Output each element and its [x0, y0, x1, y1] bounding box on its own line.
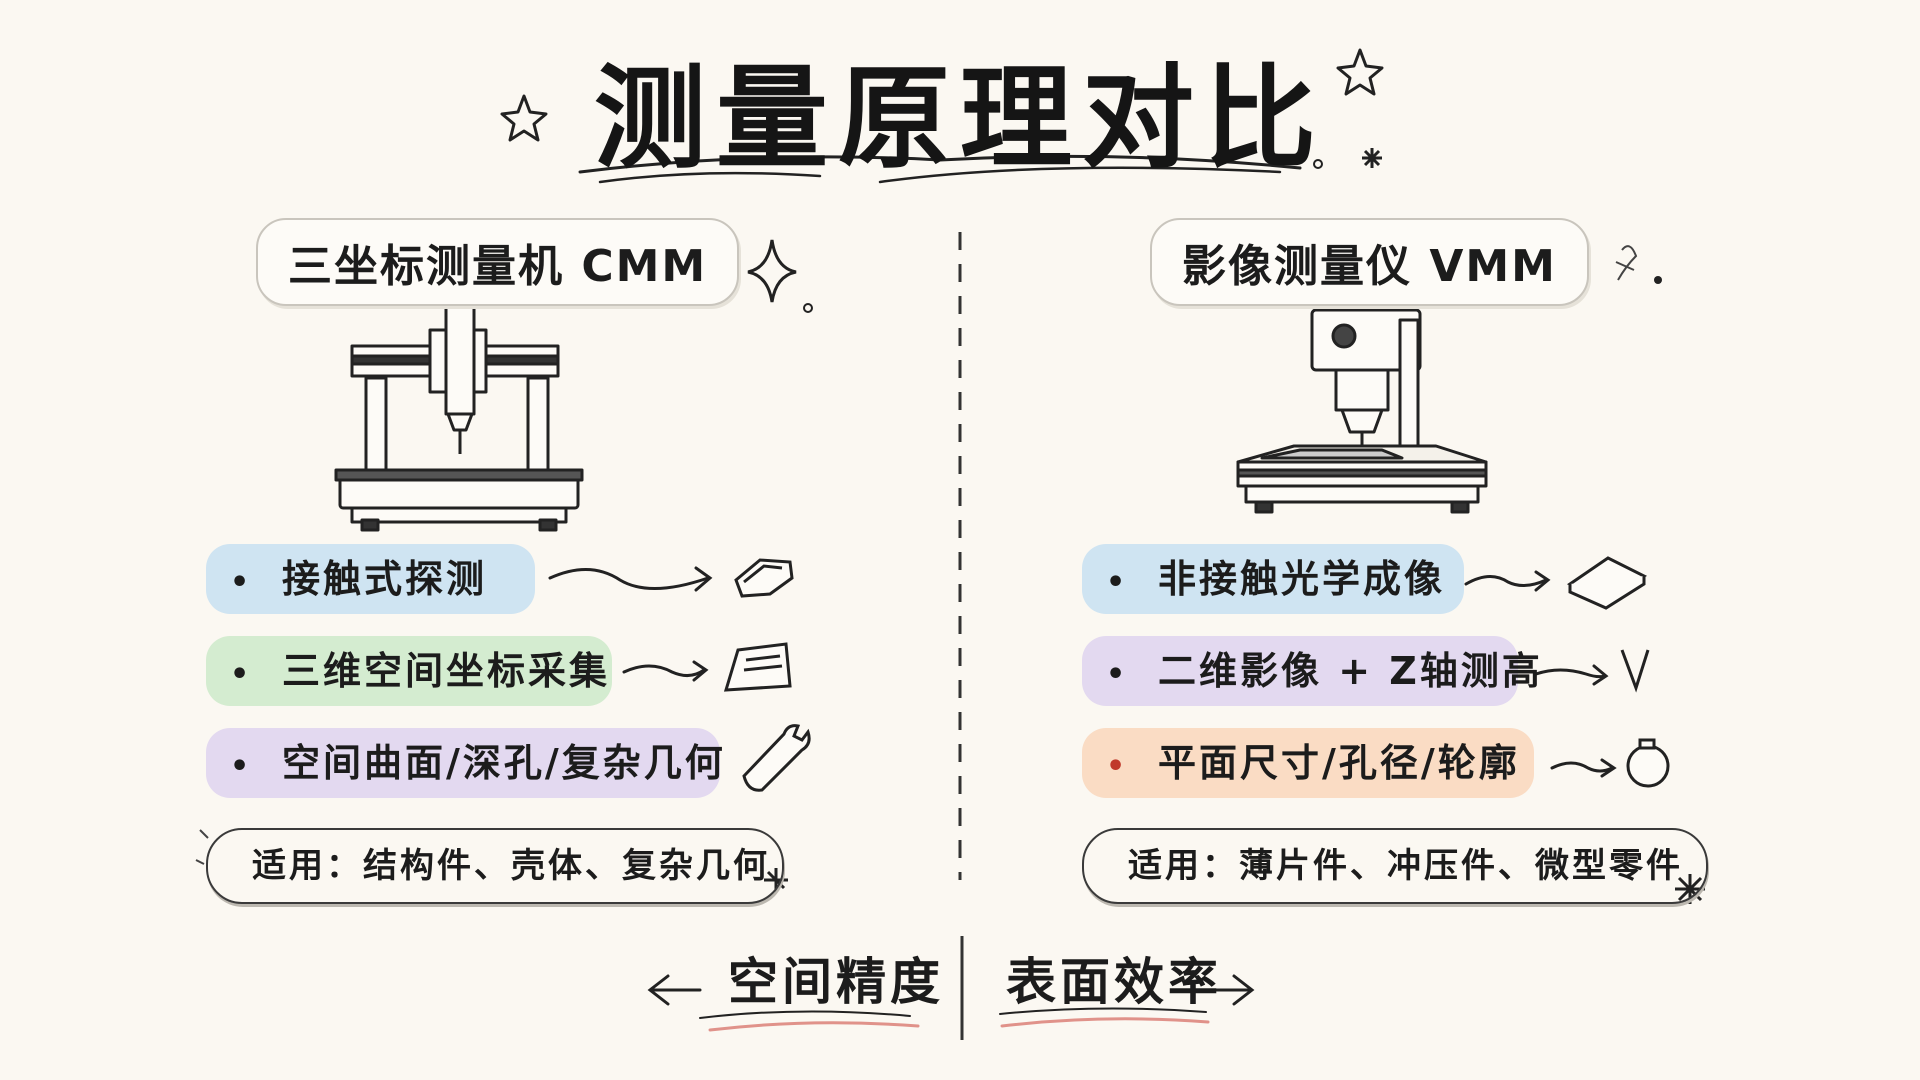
usage-box: 适用：薄片件、冲压件、微型零件 — [1082, 828, 1708, 904]
list-item: • 空间曲面/深孔/复杂几何 — [206, 728, 723, 798]
sparkle-icon — [747, 239, 797, 303]
list-item: • 三维空间坐标采集 — [206, 636, 612, 706]
gantry-cmm-icon — [334, 302, 584, 532]
star-icon — [1336, 48, 1384, 96]
list-item-label: 空间曲面/深孔/复杂几何 — [282, 741, 726, 785]
surface-efficiency-label: 表面效率 — [1006, 953, 1222, 1011]
star-icon — [500, 94, 548, 142]
bullet: • — [230, 657, 253, 692]
asterisk-icon — [1362, 148, 1382, 168]
round-part-icon — [1626, 738, 1670, 788]
v-mark-icon — [1620, 649, 1650, 693]
list-item: • 平面尺寸/孔径/轮廓 — [1082, 728, 1534, 798]
bullet: • — [230, 749, 253, 784]
bullet: • — [1106, 657, 1129, 692]
wrench-icon — [742, 724, 811, 792]
bullet: • — [230, 565, 253, 600]
cmm-heading: 三坐标测量机 CMM — [256, 218, 740, 306]
flat-plate-icon — [1566, 556, 1648, 610]
bullet: • — [1106, 565, 1129, 600]
vision-measuring-machine-icon — [1236, 308, 1488, 514]
list-item-label: 非接触光学成像 — [1158, 557, 1446, 601]
page-title: 测量原理对比 — [594, 54, 1326, 184]
list-item-label: 平面尺寸/孔径/轮廓 — [1158, 741, 1520, 785]
list-item: • 二维影像 + Z轴测高 — [1082, 636, 1540, 706]
data-tablet-icon — [723, 642, 792, 692]
list-item-label: 三维空间坐标采集 — [282, 649, 611, 693]
vmm-heading: 影像测量仪 VMM — [1150, 218, 1589, 306]
usage-box: 适用：结构件、壳体、复杂几何 — [206, 828, 784, 904]
list-item-label: 二维影像 + Z轴测高 — [1158, 649, 1543, 693]
list-item: • 非接触光学成像 — [1082, 544, 1464, 614]
list-item: • 接触式探测 — [206, 544, 535, 614]
spatial-precision-label: 空间精度 — [728, 953, 944, 1011]
probe-part-icon — [734, 558, 794, 598]
list-item-label: 接触式探测 — [282, 557, 488, 601]
bullet: • — [1106, 749, 1129, 784]
